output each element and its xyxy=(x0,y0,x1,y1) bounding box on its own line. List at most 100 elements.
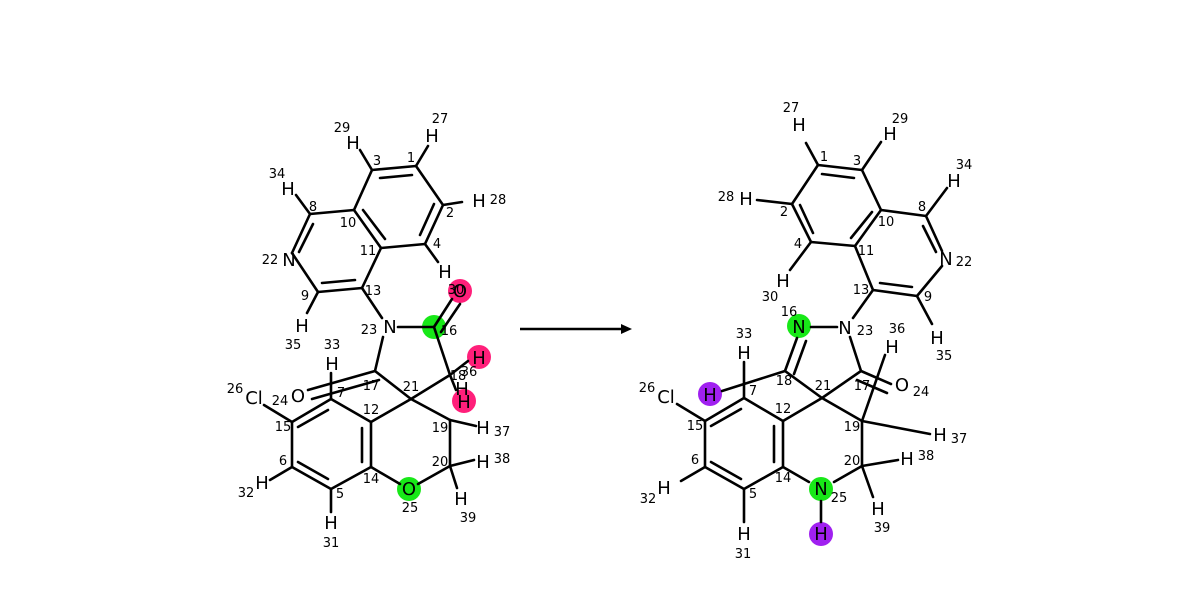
highlight-n25 xyxy=(809,477,833,501)
reactant-index-21: 21 xyxy=(403,380,420,395)
product-index-labels: 1 2 3 4 5 6 7 8 9 10 11 12 13 14 15 16 1… xyxy=(639,101,973,562)
product-atom-h32: H xyxy=(657,478,671,499)
product-atom-n25: N xyxy=(814,479,827,500)
reactant-index-10: 10 xyxy=(340,216,357,231)
reactant-atom-cl26: Cl xyxy=(245,388,263,409)
product-index-6: 6 xyxy=(691,453,699,468)
reactant-atom-h31: H xyxy=(324,513,338,534)
reactant-atom-h39: H xyxy=(454,489,468,510)
product-atom-h35: H xyxy=(930,328,944,349)
reactant-index-38: 38 xyxy=(494,452,511,467)
product-index-36: 36 xyxy=(889,322,906,337)
reactant-index-4: 4 xyxy=(433,237,441,252)
product-index-33: 33 xyxy=(736,327,753,342)
reactant-index-31: 31 xyxy=(323,536,340,551)
product-atom-h37: H xyxy=(933,425,947,446)
product-index-35: 35 xyxy=(936,349,953,364)
reactant-atom-h28: H xyxy=(472,191,486,212)
product-index-28: 28 xyxy=(718,190,735,205)
reactant-index-8: 8 xyxy=(309,200,317,215)
product-atom-n16: N xyxy=(792,317,805,338)
highlight-n16 xyxy=(787,314,811,338)
product-index-3: 3 xyxy=(853,154,861,169)
product-index-13: 13 xyxy=(853,283,870,298)
reactant-index-28: 28 xyxy=(490,193,507,208)
product-atom-h25: H xyxy=(814,524,828,545)
reactant-atom-n22: N xyxy=(282,250,295,271)
reactant-atom-h35: H xyxy=(295,316,309,337)
product-index-4: 4 xyxy=(794,237,802,252)
product-index-11: 11 xyxy=(858,244,875,259)
product-atom-h34: H xyxy=(947,171,961,192)
product-index-16: 16 xyxy=(781,305,798,320)
product-atom-h29: H xyxy=(883,124,897,145)
reactant-atom-h29: H xyxy=(346,133,360,154)
reactant-index-35: 35 xyxy=(285,338,302,353)
reactant-atom-h27: H xyxy=(425,126,439,147)
highlight-h18 xyxy=(698,382,722,406)
reactant-index-12: 12 xyxy=(363,403,380,418)
reactant-index-15: 15 xyxy=(275,420,292,435)
product-atom-cl26: Cl xyxy=(657,387,675,408)
product-index-23: 23 xyxy=(857,324,874,339)
reactant-index-34: 34 xyxy=(269,167,286,182)
product-atom-h31: H xyxy=(737,524,751,545)
product-atom-o24: O xyxy=(895,375,909,396)
reactant-index-23: 23 xyxy=(361,323,378,338)
reactant-index-26: 26 xyxy=(227,382,244,397)
product-index-22: 22 xyxy=(956,255,973,270)
reactant-index-36: 36 xyxy=(461,365,478,380)
reactant-index-18: 18 xyxy=(450,369,467,384)
reactant-index-30: 30 xyxy=(448,283,465,298)
reactant-index-39: 39 xyxy=(460,511,477,526)
product-index-8: 8 xyxy=(918,200,926,215)
reactant-atom-h34: H xyxy=(281,179,295,200)
reaction-arrow xyxy=(520,324,632,334)
product-bonds xyxy=(675,140,949,524)
product-index-38: 38 xyxy=(918,449,935,464)
reactant-index-37: 37 xyxy=(494,425,511,440)
product-index-27: 27 xyxy=(783,101,800,116)
reactant-index-27: 27 xyxy=(432,112,449,127)
product-index-14: 14 xyxy=(775,471,792,486)
reactant-index-7: 7 xyxy=(337,386,345,401)
product-index-39: 39 xyxy=(874,521,891,536)
reactant-index-14: 14 xyxy=(363,472,380,487)
highlight-h-extra xyxy=(452,389,476,413)
product-index-19: 19 xyxy=(844,420,861,435)
reactant-index-33: 33 xyxy=(324,338,341,353)
product-highlights xyxy=(698,314,833,546)
reactant-index-2: 2 xyxy=(446,206,454,221)
product-index-29: 29 xyxy=(892,112,909,127)
reactant-atom-h18: H xyxy=(455,379,469,400)
reactant-bonds xyxy=(262,144,478,514)
product-index-26: 26 xyxy=(639,381,656,396)
reactant-index-29: 29 xyxy=(334,121,351,136)
product-atom-h27: H xyxy=(792,115,806,136)
reactant-index-32: 32 xyxy=(238,486,255,501)
reactant-atom-o16: O xyxy=(453,281,467,302)
product-atom-n23: N xyxy=(838,318,851,339)
reactant-atom-n23: N xyxy=(383,317,396,338)
reactant-index-11: 11 xyxy=(360,244,377,259)
reactant-atom-h33: H xyxy=(325,354,339,375)
reactant-index-9: 9 xyxy=(301,289,309,304)
product-index-20: 20 xyxy=(844,454,861,469)
reactant-index-1: 1 xyxy=(407,151,415,166)
product-index-34: 34 xyxy=(956,158,973,173)
reactant-index-17: 17 xyxy=(363,379,380,394)
highlight-h25 xyxy=(809,522,833,546)
product-atom-h38: H xyxy=(900,449,914,470)
product-index-1: 1 xyxy=(820,150,828,165)
product-index-18: 18 xyxy=(776,374,793,389)
product-atom-h39: H xyxy=(871,499,885,520)
reactant-atom-o25: O xyxy=(402,479,416,500)
product-atom-n22: N xyxy=(939,249,952,270)
product-index-30: 30 xyxy=(762,290,779,305)
product-atom-h33: H xyxy=(737,343,751,364)
product-index-5: 5 xyxy=(749,487,757,502)
product-atom-h36: H xyxy=(885,337,899,358)
reactant-index-22: 22 xyxy=(262,253,279,268)
highlight-o25 xyxy=(397,477,421,501)
